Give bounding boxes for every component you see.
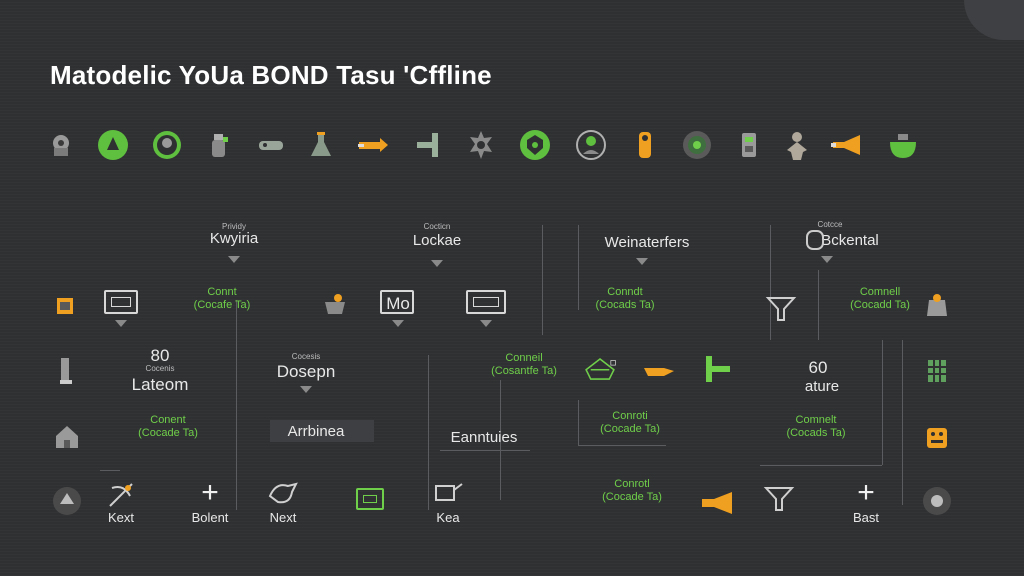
- connector-line: [542, 225, 543, 335]
- column-header-backental[interactable]: Bckental: [821, 232, 879, 249]
- monitor-icon[interactable]: [104, 290, 138, 314]
- connector-line: [236, 300, 237, 510]
- link-icon[interactable]: [254, 128, 288, 162]
- horn-icon[interactable]: [830, 128, 864, 162]
- image-icon[interactable]: [466, 290, 506, 314]
- connector-line: [500, 380, 501, 500]
- bowl-icon[interactable]: [886, 128, 920, 162]
- connect-label: Conroti(Cocade Ta): [600, 410, 660, 435]
- add-icon[interactable]: +: [201, 476, 219, 509]
- connector-line: [578, 225, 579, 310]
- funnel-icon[interactable]: [762, 480, 796, 514]
- pin-icon[interactable]: [700, 352, 734, 386]
- chevron-down-icon[interactable]: [636, 258, 648, 265]
- stat-small-label: Cocesis: [291, 352, 321, 361]
- bottom-label[interactable]: Kext: [107, 510, 135, 525]
- connect-label: Conent(Cocade Ta): [138, 414, 198, 439]
- flask-icon[interactable]: [304, 128, 338, 162]
- column-header-weinaterfers[interactable]: Weinaterfers: [604, 234, 690, 251]
- connector-line: [578, 400, 579, 445]
- bottom-label[interactable]: Kea: [436, 510, 460, 525]
- coin-icon[interactable]: [920, 484, 954, 518]
- bag-icon[interactable]: [920, 288, 954, 322]
- chevron-down-icon[interactable]: [431, 260, 443, 267]
- connector-line: [578, 445, 666, 446]
- display-box[interactable]: [380, 290, 414, 314]
- connector-line: [760, 465, 882, 466]
- column-small-label: Cotcce: [817, 220, 843, 229]
- connector-line: [818, 270, 819, 340]
- bird-icon[interactable]: [266, 476, 300, 510]
- vessel-icon[interactable]: [578, 352, 622, 386]
- battery-icon[interactable]: [732, 128, 766, 162]
- connector-line: [428, 355, 429, 510]
- grid-icon[interactable]: [920, 354, 954, 388]
- target-icon[interactable]: [574, 128, 608, 162]
- stat-label[interactable]: Lateom: [131, 375, 189, 394]
- arrbinea-label[interactable]: Arrbinea: [287, 423, 345, 440]
- column-small-label: Cocticn: [423, 222, 451, 231]
- gear-icon[interactable]: [464, 128, 498, 162]
- person-icon[interactable]: [780, 128, 814, 162]
- column-header-locks[interactable]: Lockae: [412, 232, 462, 249]
- enntulos-label[interactable]: Eanntuies: [450, 429, 518, 446]
- shield-icon[interactable]: [518, 128, 552, 162]
- bottom-label[interactable]: Bolent: [191, 510, 229, 525]
- arrow-icon[interactable]: [356, 128, 390, 162]
- bulb-icon[interactable]: [628, 128, 662, 162]
- camera-icon[interactable]: [50, 484, 84, 518]
- chevron-down-icon[interactable]: [821, 256, 833, 263]
- connector-line: [770, 225, 771, 340]
- chevron-down-icon[interactable]: [480, 320, 492, 327]
- leaf-icon[interactable]: [96, 128, 130, 162]
- connect-label: Conrotl(Cocade Ta): [602, 478, 662, 503]
- connect-label: Connt(Cocafe Ta): [193, 286, 251, 311]
- bottle-icon[interactable]: [48, 354, 82, 388]
- connect-label: Comnell(Cocadd Ta): [850, 286, 910, 311]
- bracket-icon: [806, 230, 824, 250]
- highlight-bar: [270, 420, 374, 442]
- house-icon[interactable]: [50, 420, 84, 454]
- pin-icon[interactable]: [412, 128, 446, 162]
- bottom-label[interactable]: Next: [269, 510, 297, 525]
- chevron-down-icon[interactable]: [228, 256, 240, 263]
- connector-line: [882, 340, 883, 465]
- add-icon[interactable]: +: [857, 476, 875, 509]
- wallet-icon[interactable]: [48, 288, 82, 322]
- globe-icon[interactable]: [150, 128, 184, 162]
- horn-icon[interactable]: [700, 486, 734, 520]
- stat-number: 80: [150, 346, 170, 365]
- jar-icon[interactable]: [202, 128, 236, 162]
- connect-label: Conndt(Cocads Ta): [595, 286, 655, 311]
- column-small-label: Prividy: [221, 222, 247, 231]
- column-header-keywords[interactable]: Kwyiria: [209, 230, 259, 247]
- chevron-down-icon[interactable]: [115, 320, 127, 327]
- stat-label[interactable]: ature: [804, 378, 840, 395]
- dosepn-label[interactable]: Dosepn: [276, 362, 336, 381]
- card-icon[interactable]: [356, 488, 384, 510]
- coin-icon[interactable]: [680, 128, 714, 162]
- connector-line: [100, 470, 120, 471]
- connector-line: [902, 340, 903, 505]
- bottom-label[interactable]: Bast: [852, 510, 880, 525]
- connect-label: Comnelt(Cocads Ta): [786, 414, 846, 439]
- chevron-down-icon[interactable]: [392, 320, 404, 327]
- display-label[interactable]: Mo: [386, 294, 410, 313]
- arrow-icon[interactable]: [642, 354, 676, 388]
- funnel-icon[interactable]: [764, 290, 798, 324]
- stat-small-label: Cocenis: [145, 364, 175, 373]
- cart-icon[interactable]: [318, 288, 352, 322]
- connector-line: [440, 450, 530, 451]
- cup-icon[interactable]: [430, 476, 464, 510]
- chevron-down-icon[interactable]: [300, 386, 312, 393]
- tag-icon[interactable]: [920, 420, 954, 454]
- page-title: Matodelic YoUa BOND Tasu 'Cffline: [50, 60, 492, 90]
- settings-icon[interactable]: [44, 128, 78, 162]
- bow-icon[interactable]: [104, 478, 138, 512]
- stat-number: 60: [808, 358, 828, 377]
- connect-label: Conneil(Cosantfe Ta): [491, 352, 557, 377]
